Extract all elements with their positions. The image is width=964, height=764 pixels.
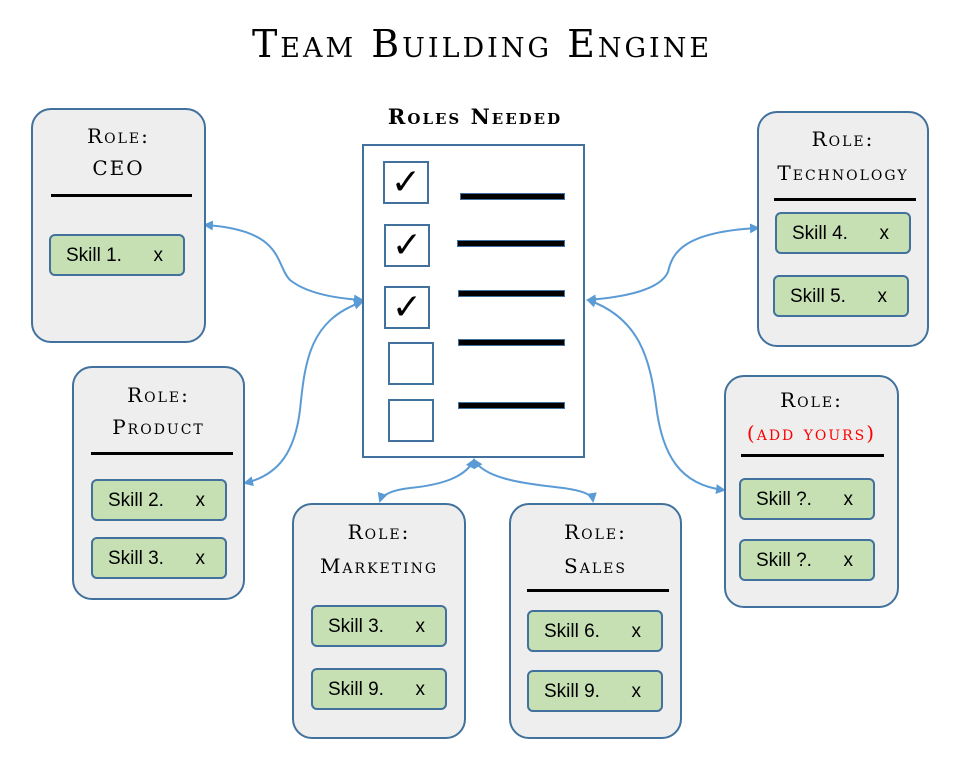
skill-label: Skill 3. <box>108 548 164 569</box>
skill-tag[interactable]: Skill 2. x <box>91 479 227 521</box>
diagram-title: Team Building Engine <box>251 22 713 66</box>
roles-checklist: ✓ ✓ ✓ <box>362 144 585 458</box>
remove-skill-button[interactable]: x <box>877 286 888 307</box>
checkbox-4[interactable] <box>388 342 434 385</box>
skill-tag[interactable]: Skill ?. x <box>739 478 875 520</box>
checkbox-1[interactable]: ✓ <box>383 161 429 204</box>
checkbox-2[interactable]: ✓ <box>384 224 430 267</box>
skill-tag[interactable]: Skill 6. x <box>527 610 663 652</box>
connector-marketing <box>377 458 475 503</box>
connector-technology <box>586 223 760 305</box>
skill-label: Skill 5. <box>790 286 846 307</box>
checkbox-3[interactable]: ✓ <box>384 286 430 329</box>
remove-skill-button[interactable]: x <box>631 681 642 702</box>
role-divider <box>741 454 884 457</box>
connector-sales <box>472 458 597 503</box>
remove-skill-button[interactable]: x <box>153 245 164 266</box>
skill-label: Skill ?. <box>756 489 812 510</box>
checklist-line-2 <box>457 240 565 247</box>
checklist-line-5 <box>458 402 565 409</box>
role-name-product: Product <box>112 415 205 439</box>
role-divider <box>51 194 192 197</box>
remove-skill-button[interactable]: x <box>195 490 206 511</box>
connector-add <box>586 297 726 495</box>
skill-label: Skill 9. <box>328 679 384 700</box>
remove-skill-button[interactable]: x <box>195 548 206 569</box>
skill-tag[interactable]: Skill 3. x <box>311 605 447 647</box>
skill-label: Skill 4. <box>792 223 848 244</box>
role-name-ceo: CEO <box>92 156 145 180</box>
remove-skill-button[interactable]: x <box>415 616 426 637</box>
skill-label: Skill 6. <box>544 621 600 642</box>
skill-label: Skill 3. <box>328 616 384 637</box>
checklist-line-1 <box>460 193 565 200</box>
role-card-sales: Role: Sales Skill 6. x Skill 9. x <box>509 503 682 739</box>
skill-tag[interactable]: Skill 3. x <box>91 537 227 579</box>
remove-skill-button[interactable]: x <box>631 621 642 642</box>
role-card-add-yours: Role: (add yours) Skill ?. x Skill ?. x <box>724 375 899 608</box>
role-divider <box>774 198 916 201</box>
connector-ceo <box>203 220 364 305</box>
skill-label: Skill ?. <box>756 550 812 571</box>
connector-product <box>243 299 364 487</box>
role-label: Role: <box>564 520 627 544</box>
skill-label: Skill 2. <box>108 490 164 511</box>
role-label: Role: <box>811 127 875 151</box>
role-label: Role: <box>780 388 843 412</box>
role-label: Role: <box>347 520 411 544</box>
skill-tag[interactable]: Skill 9. x <box>311 668 447 710</box>
skill-label: Skill 9. <box>544 681 600 702</box>
remove-skill-button[interactable]: x <box>879 223 890 244</box>
role-card-ceo: Role: CEO Skill 1. x <box>31 108 206 343</box>
remove-skill-button[interactable]: x <box>415 679 426 700</box>
role-divider <box>527 589 669 592</box>
role-label: Role: <box>127 383 190 407</box>
checklist-line-3 <box>458 290 565 297</box>
skill-tag[interactable]: Skill 9. x <box>527 670 663 712</box>
remove-skill-button[interactable]: x <box>843 489 854 510</box>
role-label: Role: <box>87 124 150 148</box>
role-divider <box>91 452 233 455</box>
skill-tag[interactable]: Skill 4. x <box>775 212 911 254</box>
checklist-line-4 <box>458 339 565 346</box>
role-name-technology: Technology <box>777 161 909 185</box>
skill-tag[interactable]: Skill ?. x <box>739 539 875 581</box>
skill-label: Skill 1. <box>66 245 122 266</box>
remove-skill-button[interactable]: x <box>843 550 854 571</box>
role-card-technology: Role: Technology Skill 4. x Skill 5. x <box>757 111 929 347</box>
checkbox-5[interactable] <box>388 399 434 442</box>
skill-tag[interactable]: Skill 5. x <box>773 275 909 317</box>
role-card-product: Role: Product Skill 2. x Skill 3. x <box>72 366 245 600</box>
role-name-marketing: Marketing <box>319 554 439 578</box>
role-card-marketing: Role: Marketing Skill 3. x Skill 9. x <box>292 503 466 739</box>
skill-tag[interactable]: Skill 1. x <box>49 234 185 276</box>
role-name-add-yours: (add yours) <box>746 421 877 445</box>
role-name-sales: Sales <box>564 554 627 578</box>
roles-needed-title: Roles Needed <box>387 104 563 129</box>
